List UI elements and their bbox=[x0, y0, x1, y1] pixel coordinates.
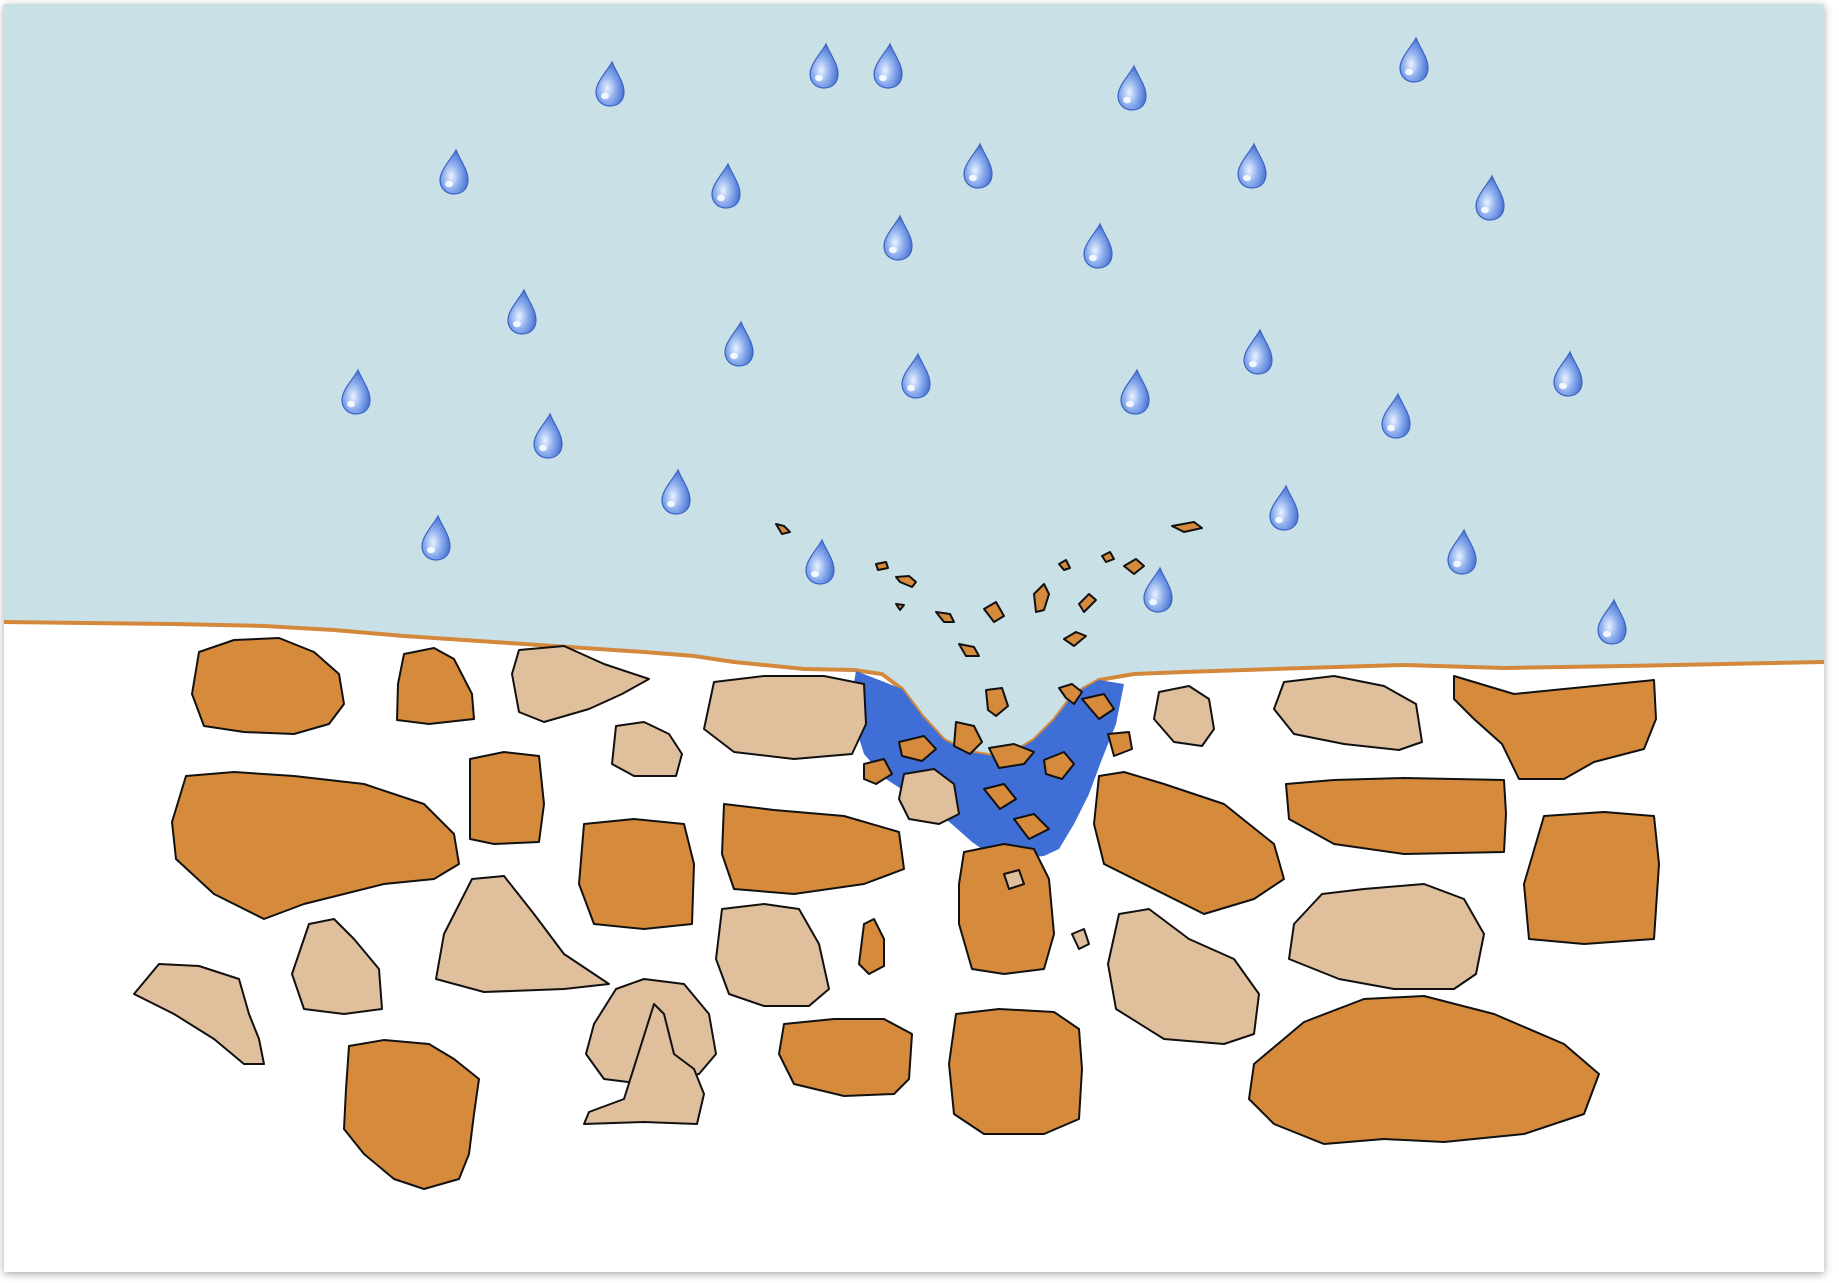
splash-erosion-diagram bbox=[4, 4, 1824, 1272]
diagram-frame bbox=[4, 4, 1824, 1272]
